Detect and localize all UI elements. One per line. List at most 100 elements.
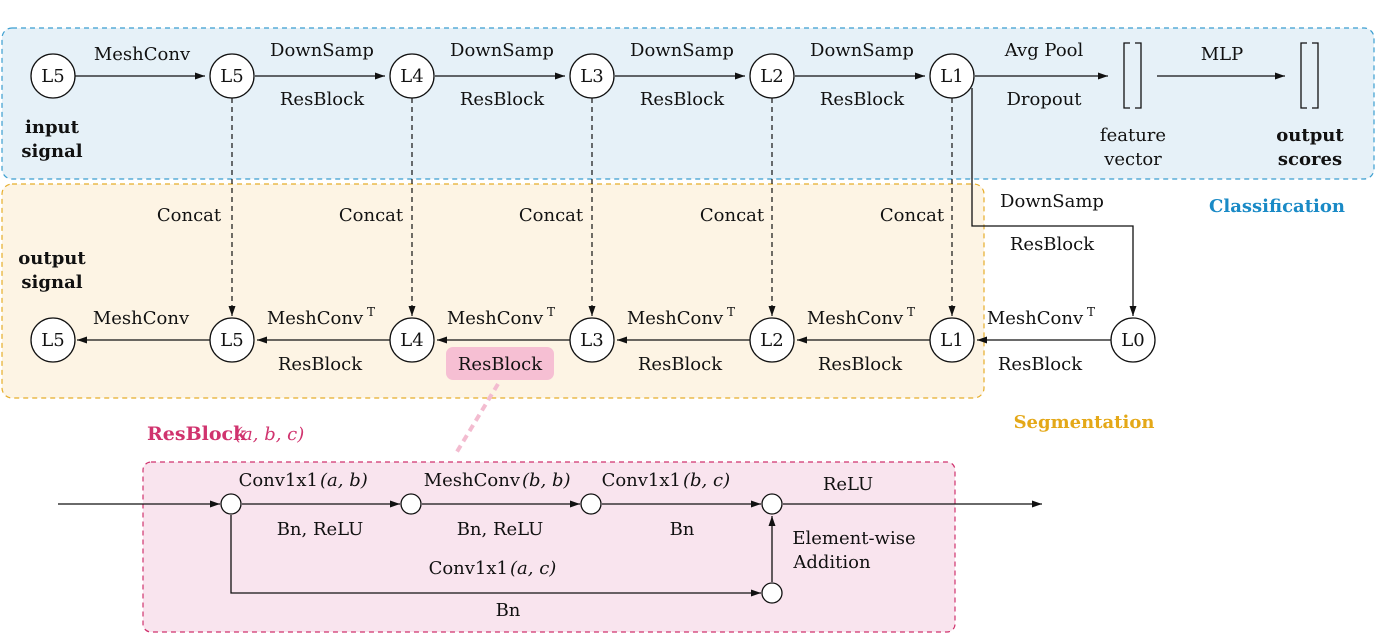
- svg-text:(b, b): (b, b): [522, 470, 571, 491]
- concat-label-5: Concat: [880, 205, 945, 226]
- resblock-nodes: [220, 493, 783, 604]
- svg-text:MeshConv: MeshConv: [627, 308, 724, 329]
- svg-text:MeshConv: MeshConv: [424, 470, 521, 491]
- resblock-highlight: [446, 347, 554, 380]
- classification-label: Classification: [1209, 196, 1345, 217]
- concat-connections: [228, 98, 956, 316]
- seg-node-3: L4: [389, 317, 435, 363]
- svg-text:L3: L3: [580, 66, 603, 87]
- svg-text:ResBlock: ResBlock: [818, 354, 903, 375]
- resblock-label-conv1: Conv1x1 (a, b): [239, 470, 368, 491]
- seg-downsamp-label: DownSamp: [1000, 191, 1104, 212]
- concat-label-3: Concat: [519, 205, 584, 226]
- svg-text:T: T: [907, 305, 915, 319]
- seg-edge-label-1: MeshConv T ResBlock: [267, 305, 375, 375]
- cls-edge-resblock-4: ResBlock: [820, 89, 905, 110]
- svg-text:Conv1x1: Conv1x1: [602, 470, 681, 491]
- svg-text:(b, c): (b, c): [683, 470, 730, 491]
- seg-node-1: L5: [30, 317, 76, 363]
- svg-text:L0: L0: [1121, 330, 1144, 351]
- cls-node-6: L1: [929, 53, 975, 99]
- seg-edge-label-2: MeshConv T ResBlock: [447, 305, 555, 375]
- svg-text:L5: L5: [220, 66, 243, 87]
- svg-text:L5: L5: [220, 330, 243, 351]
- concat-label-2: Concat: [339, 205, 404, 226]
- classification-zone: [1, 27, 1375, 180]
- seg-node-4: L3: [569, 317, 615, 363]
- cls-edge-resblock-1: ResBlock: [280, 89, 365, 110]
- seg-edge-label-5: MeshConv T ResBlock: [987, 305, 1095, 375]
- svg-text:ResBlock: ResBlock: [458, 354, 543, 375]
- resblock-label-meshconv: MeshConv (b, b): [424, 470, 571, 491]
- resblock-link: [453, 382, 500, 457]
- svg-text:L5: L5: [41, 330, 64, 351]
- seg-node-5: L2: [749, 317, 795, 363]
- resblock-edges: [58, 500, 1042, 597]
- seg-edge-label-3: MeshConv T ResBlock: [627, 305, 735, 375]
- resblock-label-meshconv-bottom: Bn, ReLU: [457, 519, 544, 540]
- cls-edge-resblock-3: ResBlock: [640, 89, 725, 110]
- svg-text:(a, c): (a, c): [510, 558, 556, 579]
- cls-node-5: L2: [749, 53, 795, 99]
- feature-vector-bracket: [1123, 42, 1142, 109]
- resblock-label-relu: ReLU: [823, 474, 873, 495]
- l1-to-l0-path: [971, 88, 1137, 316]
- resblock-skip-node: [761, 582, 783, 604]
- cls-edge-resblock-2: ResBlock: [460, 89, 545, 110]
- seg-edge-meshconv: MeshConv: [93, 308, 190, 329]
- svg-text:L3: L3: [580, 330, 603, 351]
- cls-edge-avgpool: Avg Pool: [1004, 40, 1084, 61]
- resblock-label-conv2-bottom: Bn: [670, 519, 695, 540]
- cls-edge-mlp: MLP: [1201, 44, 1244, 65]
- svg-text:L2: L2: [760, 330, 783, 351]
- svg-text:T: T: [367, 305, 375, 319]
- resblock-label-skip: Conv1x1 (a, c): [429, 558, 557, 579]
- svg-text:L4: L4: [400, 330, 423, 351]
- svg-text:MeshConv: MeshConv: [987, 308, 1084, 329]
- svg-text:(a, b): (a, b): [320, 470, 368, 491]
- svg-text:Conv1x1: Conv1x1: [239, 470, 318, 491]
- cls-node-1: L5: [30, 53, 76, 99]
- segmentation-label: Segmentation: [1014, 412, 1155, 433]
- svg-text:MeshConv: MeshConv: [267, 308, 364, 329]
- cls-edge-downsamp-2: DownSamp: [450, 40, 554, 61]
- resblock-label-conv2: Conv1x1 (b, c): [602, 470, 731, 491]
- svg-text:ResBlock: ResBlock: [998, 354, 1083, 375]
- concat-label-4: Concat: [700, 205, 765, 226]
- resblock-title: ResBlock: [147, 423, 247, 445]
- output-scores-label-2: scores: [1278, 149, 1342, 170]
- resblock-label-add-2: Addition: [792, 552, 871, 573]
- resblock-add-node: [761, 493, 783, 515]
- cls-node-4: L3: [569, 53, 615, 99]
- svg-text:L5: L5: [41, 66, 64, 87]
- seg-node-6: L1: [929, 317, 975, 363]
- cls-node-2: L5: [209, 53, 255, 99]
- segmentation-nodes: L5 L5 L4 L3 L2 L1 L0: [30, 317, 1156, 363]
- svg-text:ResBlock: ResBlock: [638, 354, 723, 375]
- svg-text:L1: L1: [940, 330, 963, 351]
- feature-vector-label-1: feature: [1100, 125, 1166, 146]
- svg-text:L4: L4: [400, 66, 423, 87]
- svg-text:MeshConv: MeshConv: [447, 308, 544, 329]
- feature-vector-label-2: vector: [1103, 149, 1162, 170]
- svg-text:ResBlock: ResBlock: [278, 354, 363, 375]
- output-scores-label-1: output: [1276, 125, 1344, 146]
- output-scores-bracket: [1300, 42, 1319, 109]
- svg-text:T: T: [1087, 305, 1095, 319]
- cls-edge-downsamp-1: DownSamp: [270, 40, 374, 61]
- cls-edge-downsamp-4: DownSamp: [810, 40, 914, 61]
- svg-text:L1: L1: [940, 66, 963, 87]
- svg-text:Conv1x1: Conv1x1: [429, 558, 508, 579]
- input-signal-label-2: signal: [21, 141, 82, 162]
- seg-edge-label-4: MeshConv T ResBlock: [807, 305, 915, 375]
- output-signal-label-1: output: [18, 248, 86, 269]
- svg-text:T: T: [727, 305, 735, 319]
- resblock-label-conv1-bottom: Bn, ReLU: [277, 519, 364, 540]
- output-signal-label-2: signal: [21, 272, 82, 293]
- svg-text:MeshConv: MeshConv: [807, 308, 904, 329]
- input-signal-label-1: input: [25, 117, 80, 138]
- svg-text:T: T: [547, 305, 555, 319]
- concat-label-1: Concat: [157, 205, 222, 226]
- classification-nodes: L5 L5 L4 L3 L2 L1: [30, 53, 975, 99]
- cls-edge-dropout: Dropout: [1006, 89, 1082, 110]
